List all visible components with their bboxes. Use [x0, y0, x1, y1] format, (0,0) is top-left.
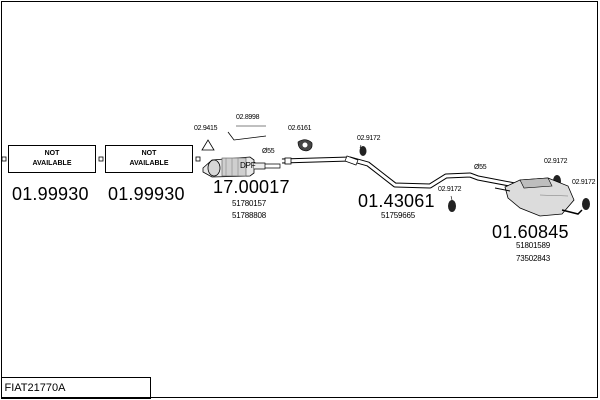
oem-number: 51759665	[381, 211, 415, 220]
oem-number: 51780157	[232, 199, 266, 208]
middle-pipe	[281, 155, 521, 189]
not-available-box-2: NOT AVAILABLE	[105, 145, 193, 173]
fitting-label: 02.9172	[572, 179, 596, 186]
hanger-icon	[297, 139, 313, 152]
rear-muffler	[494, 177, 583, 217]
fitting-label: 02.9172	[357, 135, 381, 142]
pipe-diameter: Ø55	[262, 148, 275, 155]
part-number-rear: 01.60845	[492, 222, 569, 242]
part-number-middle: 01.43061	[358, 191, 435, 211]
na-line1: NOT	[141, 150, 157, 157]
dpf-label: DPF	[240, 161, 256, 170]
not-available-box-1: NOT AVAILABLE	[8, 145, 96, 173]
fitting-label: 02.9172	[544, 158, 568, 165]
dpf-unit	[202, 156, 281, 178]
gasket-icon	[201, 139, 215, 151]
fitting-label: 02.9415	[194, 125, 218, 132]
part-number-1: 01.99930	[12, 184, 89, 204]
clamp-pointer	[227, 131, 267, 141]
part-number-dpf: 17.00017	[213, 177, 290, 197]
fitting-label: 02.8998	[236, 114, 260, 121]
pipe-diameter: Ø55	[474, 164, 487, 171]
fitting-label: 02.9172	[438, 186, 462, 193]
part-number-2: 01.99930	[108, 184, 185, 204]
oem-number: 51788808	[232, 211, 266, 220]
diagram-code: FIAT21770A	[0, 377, 151, 399]
na-line2: AVAILABLE	[129, 160, 169, 167]
na-line1: NOT	[44, 150, 60, 157]
connector-square	[98, 156, 104, 162]
fitting-label: 02.6161	[288, 125, 312, 132]
oem-number: 51801589	[516, 241, 550, 250]
connector-square	[195, 156, 201, 162]
connector-square	[1, 156, 7, 162]
oem-number: 73502843	[516, 254, 550, 263]
na-line2: AVAILABLE	[32, 160, 72, 167]
